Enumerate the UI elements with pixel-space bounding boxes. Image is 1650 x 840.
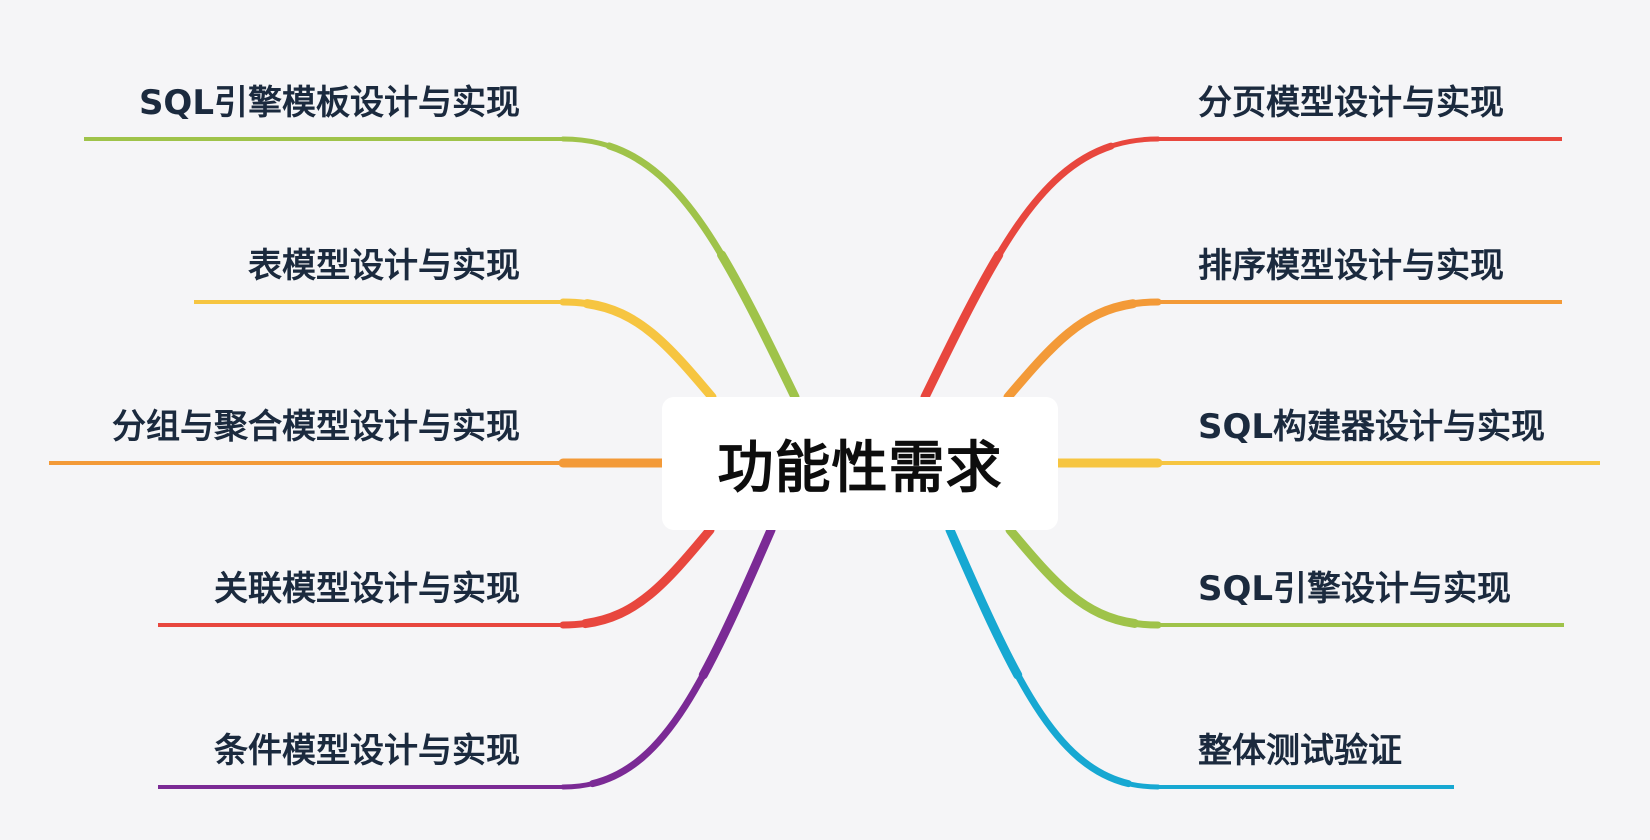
right-branch-connector-2: [1005, 299, 1161, 400]
right-branch-connector-1: [922, 136, 1161, 400]
right-branch-connector-2: [1003, 297, 1163, 402]
left-branch-connector-5: [558, 525, 776, 792]
right-branch-connector-2: [1004, 298, 1162, 401]
left-branch-connector-4: [560, 527, 713, 628]
right-branch-connector-4: [1007, 527, 1161, 628]
right-branch-connector-5: [945, 525, 1163, 792]
right-branch-connector-4: [1006, 526, 1162, 629]
left-branch-connector-2: [559, 298, 716, 401]
left-branch-connector-2: [560, 299, 715, 400]
left-branch-connector-4: [559, 526, 714, 629]
left-branch-connector-5: [559, 526, 775, 791]
right-branch-connector-5: [947, 527, 1161, 790]
left-branch-label-4[interactable]: 关联模型设计与实现: [214, 569, 520, 609]
right-branch-connector-5: [946, 526, 1162, 791]
root-topic-title: 功能性需求: [717, 436, 1003, 501]
left-branch-label-5[interactable]: 条件模型设计与实现: [214, 731, 520, 771]
right-branch-label-5[interactable]: 整体测试验证: [1198, 731, 1402, 771]
left-branch-label-3[interactable]: 分组与聚合模型设计与实现: [112, 407, 520, 447]
root-topic[interactable]: 功能性需求: [662, 397, 1058, 530]
left-branch-label-2[interactable]: 表模型设计与实现: [248, 246, 520, 286]
left-branch-connector-5: [560, 527, 774, 790]
left-branch-connector-4: [558, 525, 715, 630]
left-branch-connector-2: [558, 297, 717, 402]
left-branch-label-1[interactable]: SQL引擎模板设计与实现: [138, 83, 520, 123]
right-branch-label-1[interactable]: 分页模型设计与实现: [1198, 83, 1504, 123]
left-branch-connector-1: [560, 136, 798, 400]
right-branch-connector-4: [1005, 525, 1163, 630]
right-branch-label-3[interactable]: SQL构建器设计与实现: [1198, 407, 1546, 447]
right-branch-label-2[interactable]: 排序模型设计与实现: [1198, 246, 1504, 286]
right-branch-label-4[interactable]: SQL引擎设计与实现: [1198, 569, 1512, 609]
